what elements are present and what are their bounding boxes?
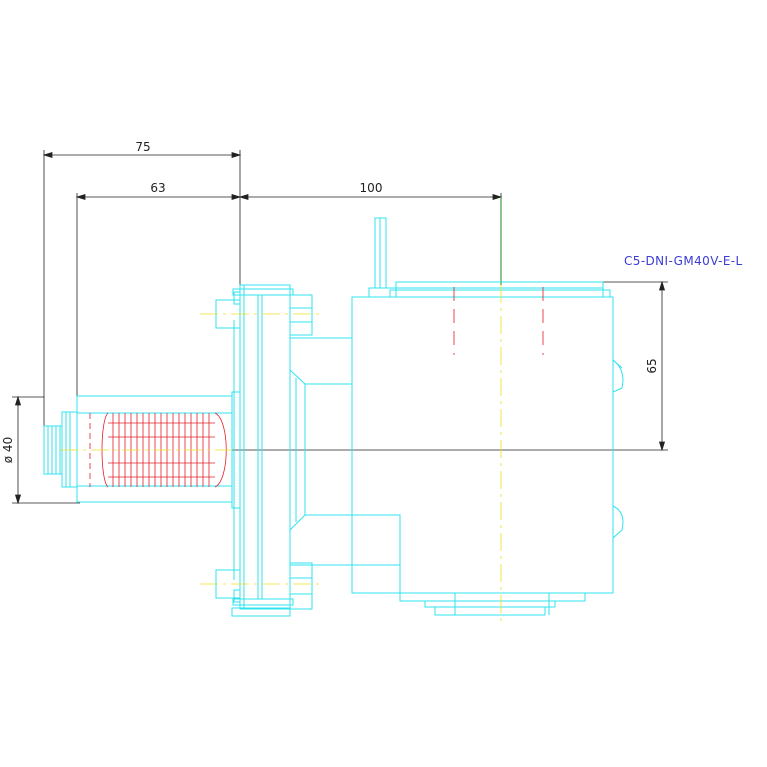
dimension-63: 63 [150, 181, 165, 195]
spring-thread [89, 287, 544, 488]
dimension-75: 75 [135, 140, 150, 154]
dimension-100: 100 [360, 181, 383, 195]
dimension-65: 65 [645, 358, 659, 373]
dimension-lines [12, 150, 668, 505]
part-number-label: C5-DNI-GM40V-E-L [624, 254, 743, 268]
centerlines [60, 285, 502, 625]
tool-holder-outline [43, 217, 624, 617]
dimension-diameter-40: ø 40 [1, 437, 15, 463]
